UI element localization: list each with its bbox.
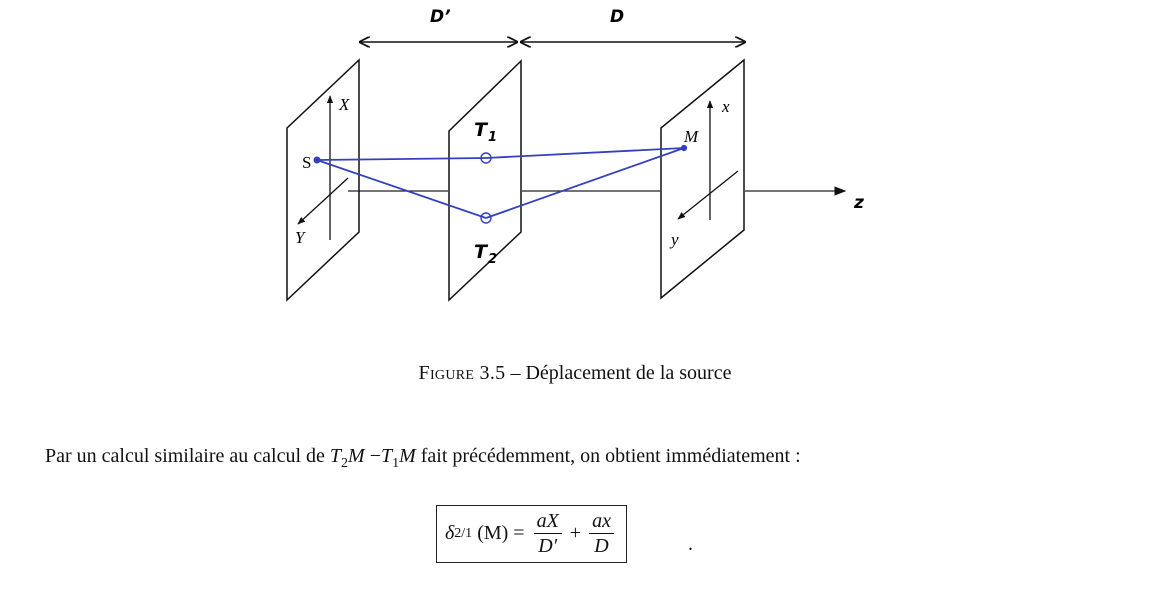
source-plane	[286, 58, 360, 302]
caption-figure-number: Figure 3.5	[418, 362, 506, 384]
label-X: X	[338, 95, 350, 114]
label-d: D	[610, 7, 624, 27]
math-minus: −	[364, 445, 381, 467]
math-m1: M	[348, 445, 365, 467]
label-z: z	[853, 193, 864, 213]
label-T1: T1	[474, 119, 497, 145]
eq-arg: (M) =	[472, 522, 530, 544]
point-M	[680, 144, 688, 152]
eq-frac2-denominator: D	[594, 535, 609, 557]
label-d-prime: D’	[430, 7, 451, 27]
axis-Y-arrow	[297, 177, 349, 225]
label-y: y	[669, 230, 679, 249]
caption-text: Déplacement de la source	[525, 362, 732, 384]
math-t2: T	[329, 445, 342, 467]
eq-delta-sub: 2/1	[454, 525, 473, 541]
label-x: x	[721, 97, 730, 116]
math-t1-sub: 1	[392, 456, 400, 471]
label-S: S	[302, 153, 311, 172]
eq-frac1-numerator: aX	[533, 509, 562, 534]
para-before: Par un calcul similaire au calcul de	[45, 445, 330, 467]
eq-delta: δ	[445, 522, 455, 544]
observation-plane	[660, 58, 745, 300]
eq-end-dot: .	[688, 533, 693, 555]
eq-fraction-2: ax D	[589, 509, 614, 558]
eq-frac1-denominator: D′	[538, 535, 558, 557]
label-Y: Y	[295, 228, 306, 247]
caption-separator: –	[510, 362, 521, 384]
hole-T2	[480, 212, 492, 224]
body-paragraph: Par un calcul similaire au calcul de T2M…	[45, 445, 801, 472]
math-t2-sub: 2	[341, 456, 349, 471]
ray-t1-m	[485, 147, 685, 159]
math-t1: T	[380, 445, 393, 467]
ray-t2-m	[485, 147, 685, 219]
math-m2: M	[399, 445, 416, 467]
eq-frac2-numerator: ax	[589, 509, 614, 534]
ray-s-t1	[316, 157, 487, 161]
optics-diagram: D’ D z X Y S x y M T1 T2	[286, 7, 864, 302]
point-group	[313, 144, 688, 224]
para-after: fait précédemment, on obtient immédiatem…	[415, 445, 801, 467]
ray-s-t2	[316, 159, 487, 219]
figure-caption: Figure 3.5 – Déplacement de la source	[0, 362, 1150, 385]
eq-fraction-1: aX D′	[533, 509, 562, 558]
aperture-plane	[448, 59, 522, 302]
eq-plus: +	[569, 522, 582, 544]
label-M: M	[683, 127, 699, 146]
label-T2: T2	[474, 241, 497, 267]
hole-T1	[480, 152, 492, 164]
axis-y-arrow	[677, 170, 739, 220]
ray-group	[316, 147, 685, 219]
point-S	[313, 156, 321, 164]
